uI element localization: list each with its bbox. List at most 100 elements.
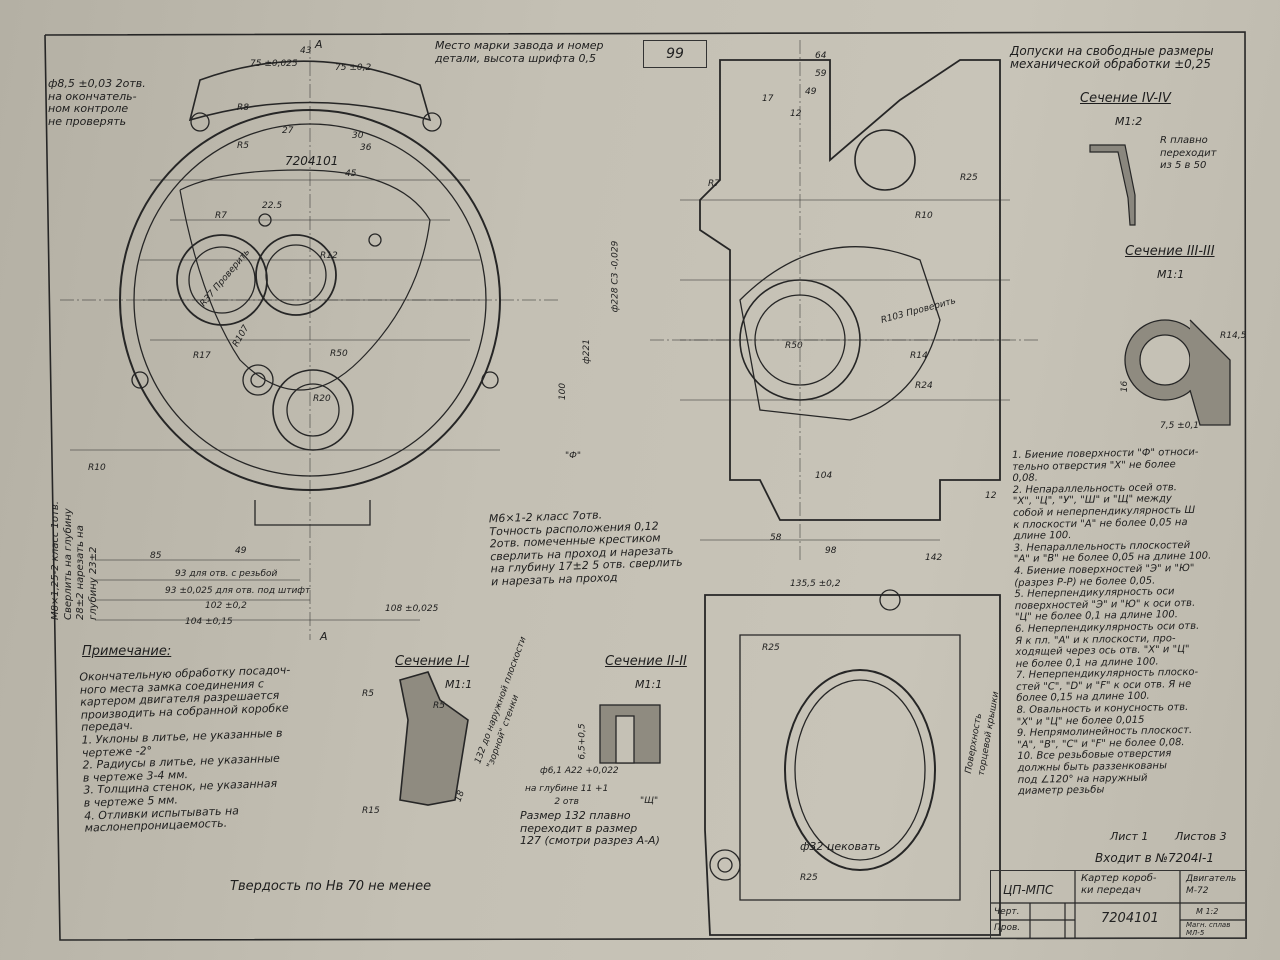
- front-view: [60, 40, 560, 640]
- scale-label: М 1:2: [1196, 907, 1219, 916]
- dimension: R10: [915, 211, 933, 221]
- dimension: R14: [910, 351, 928, 361]
- section-iv-scale: М1:2: [1115, 115, 1143, 128]
- notes-heading: Примечание:: [82, 644, 172, 659]
- organization: ЦП-МПС: [1003, 883, 1054, 897]
- dimension: R25: [960, 173, 978, 183]
- size-note: Размер 132 плавно переходит в размер 127…: [520, 809, 660, 848]
- counterbore-note: ф32 цековать: [800, 840, 881, 853]
- title-block-grid: [990, 870, 1245, 938]
- dimension: "Щ": [640, 796, 659, 806]
- requirement-item: 7. Неперпендикулярность плоско- стей "С"…: [1015, 667, 1199, 705]
- dimension: на глубине 11 +1 2 отв: [525, 784, 609, 807]
- dimension: R25: [800, 873, 818, 883]
- section-i-shape: [399, 671, 469, 806]
- material-label: Магн. сплав МЛ-5: [1186, 921, 1231, 937]
- dimension: 75 ±0,025: [250, 59, 298, 69]
- dimension: 36: [360, 143, 372, 153]
- dimension: R12: [320, 251, 338, 261]
- side-thread-note: М8×1,25-2 класс 1отв. Сверлить на глубин…: [50, 501, 99, 620]
- stamp-box: 99: [643, 40, 707, 68]
- drawing-number: 7204101: [1101, 911, 1159, 926]
- dimension: 17: [762, 94, 774, 104]
- dimension: 12: [790, 109, 802, 119]
- thread-note: М6×1-2 класс 7отв. Точность расположения…: [488, 508, 683, 589]
- requirement-item: 1. Биение поверхности "Ф" относи- тельно…: [1011, 446, 1199, 485]
- requirement-item: 2. Непараллельность осей отв. "Х", "Ц", …: [1012, 481, 1196, 543]
- dimension: R50: [330, 349, 348, 359]
- dimension: R50: [785, 341, 803, 351]
- dimension: 93 для отв. с резьбой: [175, 569, 278, 579]
- section-iii-title: Сечение III-III: [1125, 244, 1215, 259]
- dimension: 93 ±0,025 для отв. под штифт: [165, 586, 311, 596]
- drawn-label: Черт.: [994, 907, 1020, 917]
- section-iii-scale: М1:1: [1157, 268, 1185, 281]
- dimension: 59: [815, 69, 827, 79]
- dimension: 75 ±0,2: [335, 63, 372, 73]
- dimension: 104 ±0,15: [185, 617, 233, 627]
- dimension: 49: [805, 87, 817, 97]
- dimension: 64: [815, 51, 827, 61]
- dimension: R17: [193, 351, 211, 361]
- section-iv-shape: [1089, 144, 1136, 226]
- tolerance-note: Допуски на свободные размеры механическо…: [1010, 44, 1214, 71]
- section-iv-note: R плавно переходит из 5 в 50: [1160, 135, 1217, 172]
- section-iii-shape: [1124, 319, 1231, 426]
- dimension: ф228 C3 -0,029: [610, 240, 621, 313]
- requirement-item: 5. Неперпендикулярность оси поверхностей…: [1014, 586, 1196, 624]
- notes-text: Окончательную обработку посадоч- ного ме…: [79, 663, 291, 835]
- dimension: 16: [1120, 380, 1131, 393]
- dimension: R15: [362, 806, 380, 816]
- dimension: R8: [237, 103, 249, 113]
- section-mark-a: А: [315, 38, 323, 51]
- side-view: [650, 40, 1040, 560]
- hardness-note: Твердость по Нв 70 не менее: [230, 879, 432, 894]
- part-name: Картер короб- ки передач: [1081, 873, 1157, 896]
- assembly-reference: Входит в №7204I-1: [1095, 851, 1214, 865]
- dimension: R14,5: [1220, 331, 1247, 341]
- dimension: ф6,1 А22 +0,022: [540, 766, 619, 776]
- section-i-scale: М1:1: [445, 678, 473, 691]
- dimension: R10: [88, 463, 106, 473]
- hole-note: ф8,5 ±0,03 2отв. на окончатель- ном конт…: [48, 77, 146, 128]
- dimension: 98: [825, 546, 837, 556]
- dimension: R20: [313, 394, 331, 404]
- title-block: ЦП-МПС Картер короб- ки передач Двигател…: [990, 870, 1247, 939]
- dimension: R24: [915, 381, 933, 391]
- dimension: 30: [352, 131, 364, 141]
- dimension: ф221: [581, 339, 592, 364]
- dimension: 85: [150, 551, 162, 561]
- dimension: R5: [433, 701, 445, 711]
- technical-requirements: 1. Биение поверхности "Ф" относи- тельно…: [1012, 446, 1248, 798]
- dimension: 104: [815, 471, 833, 481]
- dimension: 142: [925, 553, 943, 563]
- sheet-number: Лист 1: [1110, 830, 1149, 843]
- requirement-item: 6. Неперпендикулярность оси отв. Я к пл.…: [1015, 620, 1200, 670]
- dimension: R7: [215, 211, 227, 221]
- dimension: "Ф": [565, 451, 582, 461]
- dimension: 27: [282, 126, 294, 136]
- requirement-item: 10. Все резьбовые отверстия должны быть …: [1017, 748, 1172, 798]
- dimension: 7,5 ±0,1: [1160, 421, 1200, 431]
- dimension: R5: [237, 141, 249, 151]
- dimension: R7: [708, 179, 720, 189]
- dimension: 45: [345, 169, 357, 179]
- section-iv-title: Сечение IV-IV: [1080, 91, 1171, 106]
- dimension: 22.5: [262, 201, 283, 211]
- dimension: R25: [762, 643, 780, 653]
- dimension: R5: [362, 689, 374, 699]
- dimension: 12: [985, 491, 997, 501]
- sheet-count: Листов 3: [1175, 830, 1227, 843]
- checked-label: Пров.: [994, 923, 1021, 933]
- dimension: 102 ±0,2: [205, 601, 247, 611]
- product-name: Двигатель М-72: [1186, 874, 1237, 896]
- marking-note: Место марки завода и номер детали, высот…: [435, 39, 604, 65]
- section-ii-scale: М1:1: [635, 678, 663, 691]
- dimension: 135,5 ±0,2: [790, 579, 841, 589]
- section-mark-a: А: [320, 630, 328, 643]
- dimension: 100: [558, 382, 569, 401]
- part-number-mark: 7204101: [285, 154, 339, 168]
- dimension: 6,5+0,5: [577, 723, 588, 760]
